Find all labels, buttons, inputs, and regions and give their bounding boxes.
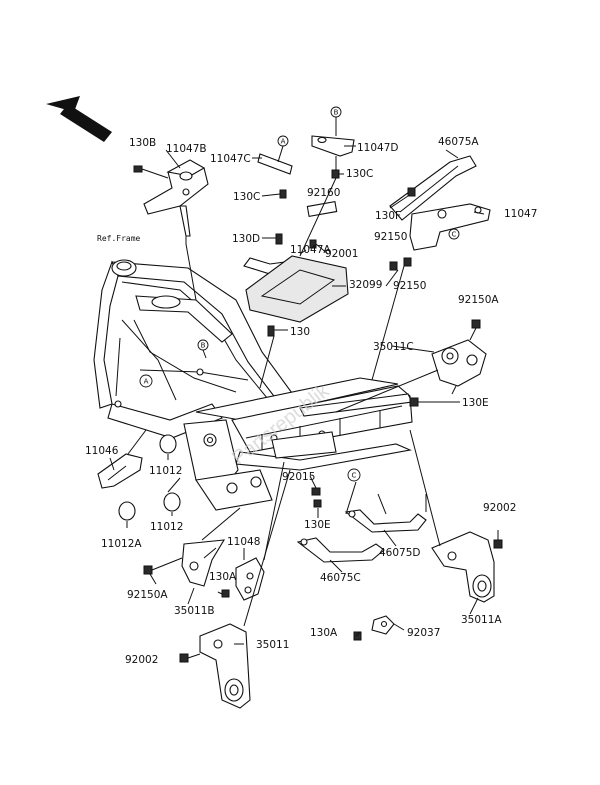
handle-46075a xyxy=(389,155,477,221)
part-label-92150a-right: 92150A xyxy=(458,294,499,306)
part-label-32099: 32099 xyxy=(349,279,383,291)
part-label-46075d: 46075D xyxy=(379,547,421,559)
part-label-11012-lower: 11012 xyxy=(150,521,184,533)
part-label-11047: 11047 xyxy=(504,208,538,220)
main-frame xyxy=(93,259,413,511)
front-direction-arrow-icon xyxy=(46,96,112,142)
part-label-11047b: 11047B xyxy=(166,143,207,155)
bracket-11046 xyxy=(97,453,143,489)
bracket-35011c xyxy=(409,319,487,407)
callout-c-label: C xyxy=(452,231,457,239)
callout-c-frame xyxy=(347,468,361,482)
part-label-92150a-left: 92150A xyxy=(127,589,168,601)
part-label-130f: 130F xyxy=(375,210,402,222)
part-label-92037: 92037 xyxy=(407,627,441,639)
part-label-46075c: 46075C xyxy=(320,572,361,584)
part-label-11047d: 11047D xyxy=(357,142,399,154)
part-label-46075a: 46075A xyxy=(438,136,479,148)
callout-b-label: B xyxy=(334,109,339,117)
reference-frame-label: Ref.Frame xyxy=(97,234,141,243)
part-label-11012-upper: 11012 xyxy=(149,465,183,477)
part-label-130e-lower: 130E xyxy=(304,519,331,531)
caps-11012 xyxy=(118,434,181,521)
callout-a-label: A xyxy=(281,138,286,146)
part-label-11047a: 11047A xyxy=(290,244,331,256)
part-label-35011: 35011 xyxy=(256,639,290,651)
bracket-11047d xyxy=(311,106,355,179)
part-label-92002-left: 92002 xyxy=(125,654,159,666)
part-label-92015: 92015 xyxy=(282,471,316,483)
part-label-11046: 11046 xyxy=(85,445,119,457)
bracket-35011a xyxy=(431,531,503,603)
part-label-130c-left: 130C xyxy=(233,191,261,203)
callout-b-frame-label: B xyxy=(201,342,206,350)
part-label-11012a: 11012A xyxy=(101,538,142,550)
clip-92037 xyxy=(353,615,395,641)
part-label-130-mid: 130 xyxy=(290,326,311,338)
bracket-35011 xyxy=(179,623,251,709)
stay-46075d xyxy=(344,509,427,533)
part-label-92001: 92001 xyxy=(325,248,359,260)
part-label-35011c: 35011C xyxy=(373,341,414,353)
leader-lines xyxy=(109,145,499,645)
part-label-92150-lower: 92150 xyxy=(393,280,427,292)
bolt-92015 xyxy=(311,487,322,508)
part-label-130c-right: 130C xyxy=(346,168,374,180)
bracket-11047b xyxy=(143,159,209,244)
part-label-35011a: 35011A xyxy=(461,614,502,626)
part-label-130b: 130B xyxy=(129,137,157,149)
stay-46075c xyxy=(296,537,385,563)
part-label-11047c: 11047C xyxy=(210,153,251,165)
bracket-11047c xyxy=(257,135,293,199)
bracket-11047 xyxy=(389,187,491,271)
callout-c-frame-label: C xyxy=(352,472,357,480)
callout-a-frame xyxy=(139,374,153,388)
part-label-130a-low: 130A xyxy=(310,627,338,639)
part-label-130e-right: 130E xyxy=(462,397,489,409)
part-label-130a-mid: 130A xyxy=(209,571,237,583)
bolt-130b xyxy=(133,165,169,179)
part-label-92150-upper: 92150 xyxy=(374,231,408,243)
callout-a-frame-label: A xyxy=(144,378,149,386)
bracket-11048 xyxy=(221,557,265,601)
part-label-35011b: 35011B xyxy=(174,605,215,617)
cover-32099 xyxy=(197,255,349,359)
part-label-130d: 130D xyxy=(232,233,261,245)
part-label-11048: 11048 xyxy=(227,536,261,548)
part-label-92160: 92160 xyxy=(307,187,341,199)
part-label-92002-right: 92002 xyxy=(483,502,517,514)
bracket-35011b xyxy=(143,539,226,587)
